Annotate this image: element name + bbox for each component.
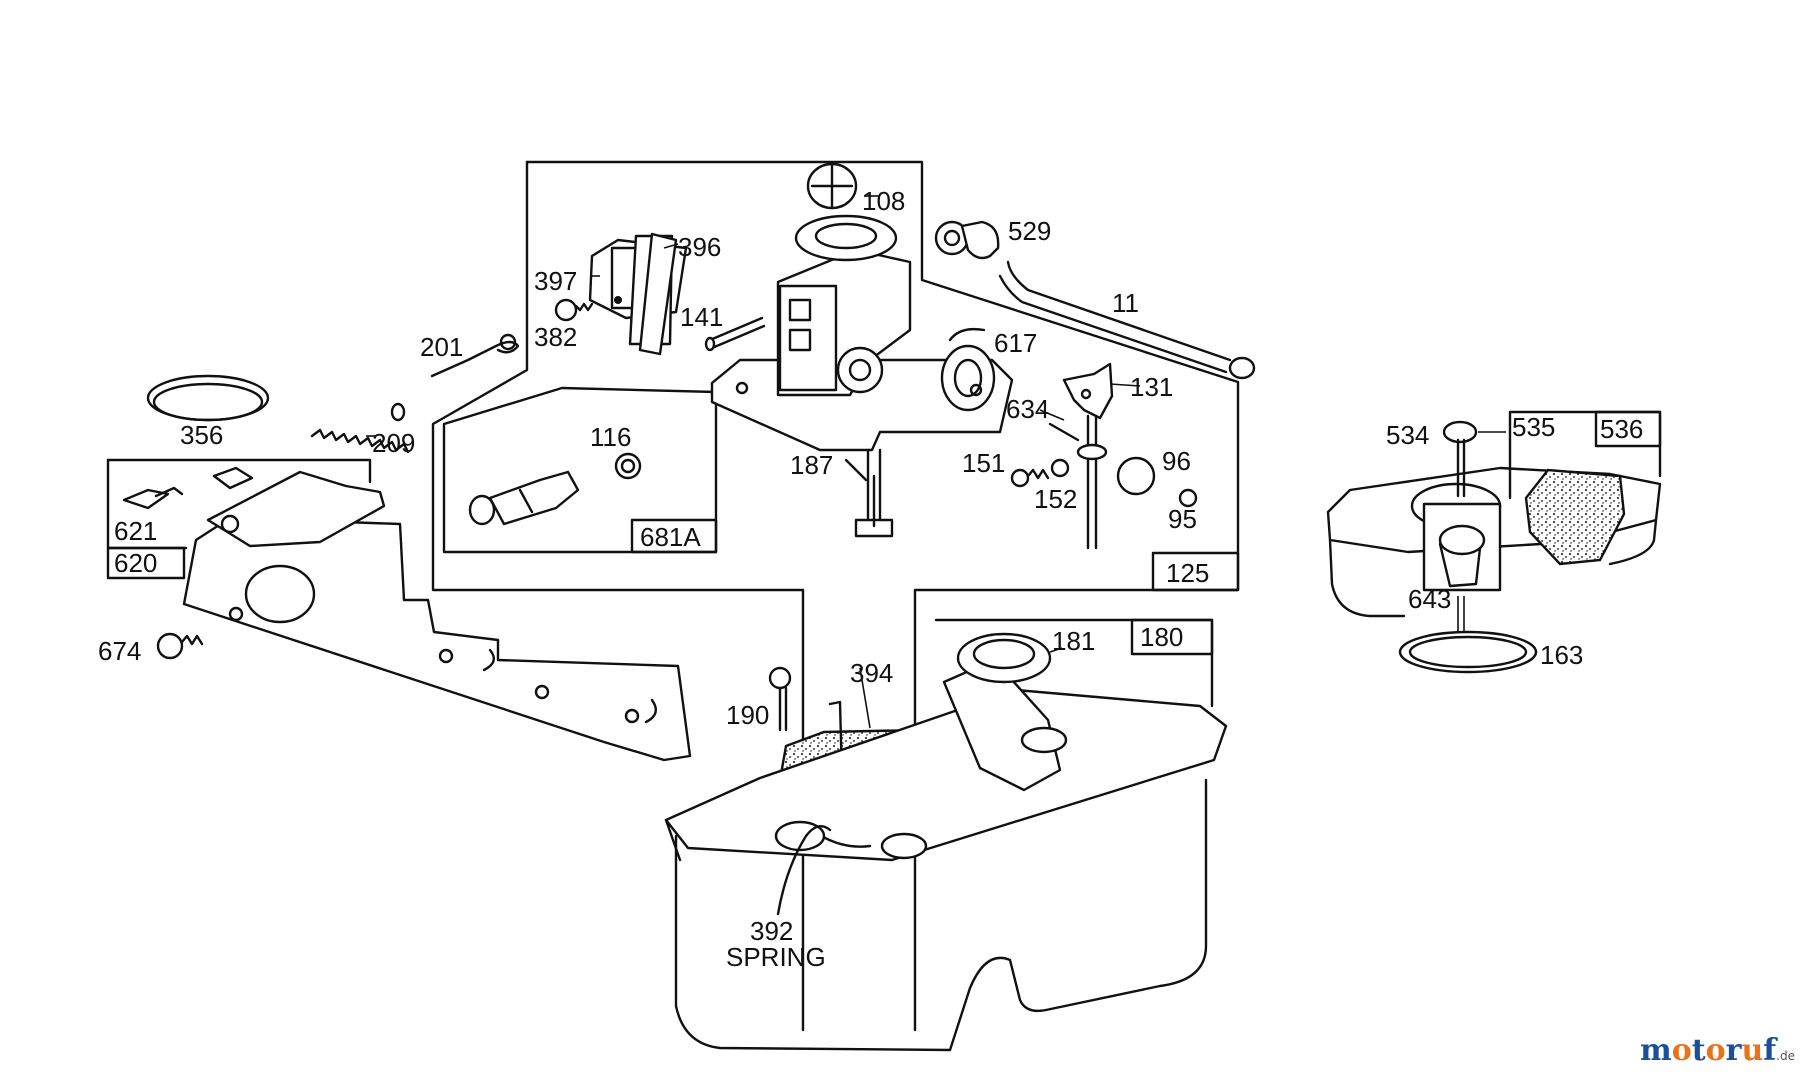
choke-plate-108 (806, 162, 858, 210)
label-190: 190 (726, 700, 769, 730)
label-141: 141 (680, 302, 723, 332)
logo-tld: .de (1776, 1049, 1795, 1063)
label-643: 643 (1408, 584, 1451, 614)
link-201 (430, 333, 520, 378)
label-181: 181 (1052, 626, 1095, 656)
label-681a: 681A (640, 522, 701, 552)
label-529: 529 (1008, 216, 1051, 246)
needle-681a (468, 452, 642, 526)
label-621: 621 (114, 516, 157, 546)
label-634: 634 (1006, 394, 1049, 424)
label-11: 11 (1112, 288, 1139, 318)
label-95: 95 (1168, 504, 1197, 534)
filler-neck-181 (942, 632, 1068, 792)
label-356: 356 (180, 420, 223, 450)
gasket-163 (1398, 596, 1538, 674)
spring-392 (776, 824, 832, 916)
outline-180 (934, 618, 1214, 708)
label-535: 535 (1512, 412, 1555, 442)
label-382: 382 (534, 322, 577, 352)
label-96: 96 (1162, 446, 1191, 476)
carburetor-assembly-outline (431, 160, 1240, 1032)
motoruf-logo: motoruf.de (1640, 1033, 1795, 1068)
screw-674 (156, 632, 204, 660)
bracket-620 (106, 458, 692, 762)
spring-209 (310, 402, 410, 454)
outline-536 (1508, 410, 1662, 500)
label-180: 180 (1140, 622, 1183, 652)
label-187: 187 (790, 450, 833, 480)
carburetor-body (710, 214, 1014, 538)
part-397-396 (588, 232, 688, 356)
label-397: 397 (534, 266, 577, 296)
fuel-tube-11 (998, 260, 1256, 380)
label-201: 201 (420, 332, 463, 362)
needle-valve-group (1010, 362, 1198, 550)
screw-382 (554, 298, 594, 322)
label-617: 617 (994, 328, 1037, 358)
fuel-tank-536 (1326, 466, 1662, 618)
label-125: 125 (1166, 558, 1209, 588)
fuel-tank-180 (664, 688, 1228, 1052)
pin-141 (704, 316, 766, 352)
part-labels: 108 396 397 382 141 529 11 617 201 131 6… (98, 186, 1643, 972)
screw-190 (768, 666, 792, 732)
label-674: 674 (98, 636, 141, 666)
label-392: 392 (750, 916, 793, 946)
label-209: 209 (372, 428, 415, 458)
clip-617 (948, 327, 986, 342)
ring-356 (146, 374, 270, 422)
label-620: 620 (114, 548, 157, 578)
label-151: 151 (962, 448, 1005, 478)
label-396: 396 (678, 232, 721, 262)
label-534: 534 (1386, 420, 1429, 450)
inner-box-681a (442, 386, 718, 554)
elbow-529 (934, 220, 1000, 260)
bolt-187 (844, 458, 876, 528)
leader-lines (366, 195, 1506, 729)
label-152: 152 (1034, 484, 1077, 514)
label-536: 536 (1600, 414, 1643, 444)
label-116: 116 (590, 422, 631, 452)
label-394: 394 (850, 658, 893, 688)
label-108: 108 (862, 186, 905, 216)
logo-wordmark: motoruf.de (1640, 1033, 1795, 1068)
label-131: 131 (1130, 372, 1173, 402)
cap-534 (1442, 420, 1478, 498)
label-163: 163 (1540, 640, 1583, 670)
label-spring: SPRING (726, 942, 826, 972)
